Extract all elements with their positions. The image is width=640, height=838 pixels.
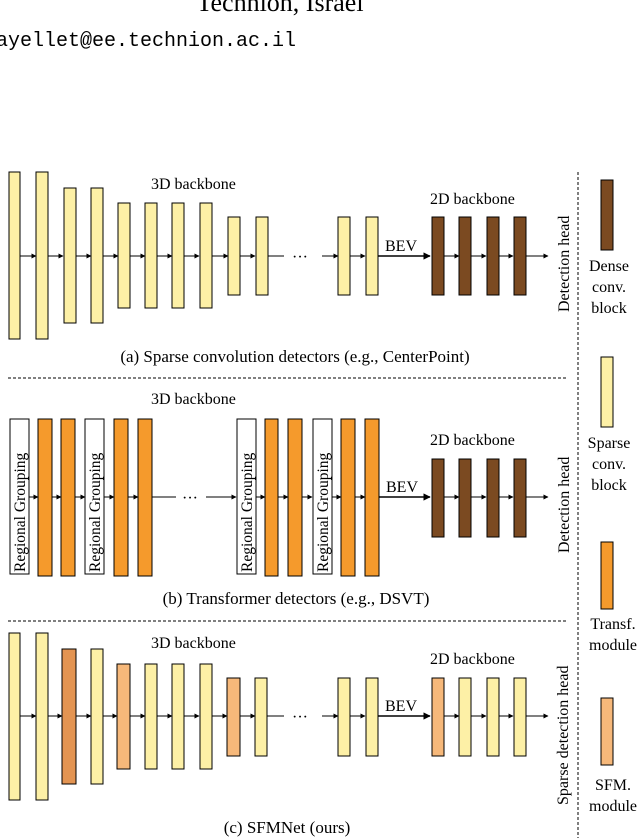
legend-sparse-line2: conv. bbox=[592, 456, 626, 473]
panel-c-sfm-blocks bbox=[116, 663, 445, 770]
panel-a-3d-backbone-label: 3D backbone bbox=[151, 176, 236, 193]
legend-sfm-line2: module bbox=[589, 798, 637, 815]
regional-grouping-label: Regional Grouping bbox=[239, 453, 256, 572]
panel-b-caption: (b) Transformer detectors (e.g., DSVT) bbox=[163, 589, 430, 608]
panel-a-dense-blocks bbox=[431, 216, 527, 296]
email-address: ayellet@ee.technion.ac.il bbox=[0, 30, 297, 53]
legend-transformer-line2: module bbox=[589, 637, 637, 654]
legend-sfm-line1: SFM. bbox=[595, 777, 631, 794]
legend-dense-line3: block bbox=[591, 300, 627, 317]
legend-dense-line1: Dense bbox=[589, 258, 629, 275]
panel-b-grouping-boxes: Regional Grouping Regional Grouping Regi… bbox=[9, 418, 333, 575]
panel-c: 3D backbone 2D backbone bbox=[8, 632, 572, 837]
legend-dense-line2: conv. bbox=[592, 279, 626, 296]
panel-a-sparse-blocks bbox=[8, 171, 379, 340]
panel-b-detection-head: Detection head bbox=[556, 457, 573, 553]
panel-b: 3D backbone 2D backbone Regional Groupin… bbox=[9, 391, 573, 608]
legend-transformer-line1: Transf. bbox=[590, 616, 635, 633]
panel-a-2d-backbone-label: 2D backbone bbox=[430, 191, 515, 208]
legend-sparse-line1: Sparse bbox=[588, 435, 631, 452]
panel-b-transformer-blocks bbox=[37, 418, 380, 577]
panel-c-caption: (c) SFMNet (ours) bbox=[224, 818, 351, 837]
legend-sfm-swatch bbox=[600, 697, 614, 766]
legend: Dense conv. block Sparse conv. block Tra… bbox=[588, 179, 637, 815]
panel-c-ellipsis: ··· bbox=[292, 709, 308, 726]
panel-b-ellipsis: ··· bbox=[182, 490, 198, 507]
panel-c-2d-backbone-label: 2D backbone bbox=[430, 651, 515, 668]
panel-c-3d-backbone-label: 3D backbone bbox=[151, 635, 236, 652]
regional-grouping-label: Regional Grouping bbox=[315, 453, 332, 572]
panel-b-2d-backbone-label: 2D backbone bbox=[430, 432, 515, 449]
panel-b-3d-backbone-label: 3D backbone bbox=[151, 391, 236, 408]
legend-transformer-swatch bbox=[600, 541, 614, 610]
panel-c-sparse-blocks bbox=[8, 632, 527, 801]
panel-c-sfm-block-1 bbox=[61, 648, 77, 785]
panel-a-caption: (a) Sparse convolution detectors (e.g., … bbox=[120, 347, 469, 366]
legend-dense-swatch bbox=[600, 179, 614, 251]
legend-sparse-line3: block bbox=[591, 477, 627, 494]
affiliation: Technion, Israel bbox=[196, 0, 364, 17]
regional-grouping-label: Regional Grouping bbox=[12, 453, 29, 572]
panel-a-bev-label: BEV bbox=[385, 238, 417, 255]
panel-b-bev-label: BEV bbox=[386, 479, 418, 496]
panel-c-bev-label: BEV bbox=[385, 698, 417, 715]
regional-grouping-label: Regional Grouping bbox=[87, 453, 104, 572]
panel-c-sparse-detection-head: Sparse detection head bbox=[555, 666, 572, 806]
legend-sparse-swatch bbox=[600, 356, 614, 428]
panel-a-detection-head: Detection head bbox=[556, 216, 573, 312]
panel-b-dense-blocks bbox=[431, 458, 527, 538]
panel-a: 3D backbone 2D backbone bbox=[8, 171, 573, 366]
panel-a-ellipsis: ··· bbox=[292, 249, 308, 266]
